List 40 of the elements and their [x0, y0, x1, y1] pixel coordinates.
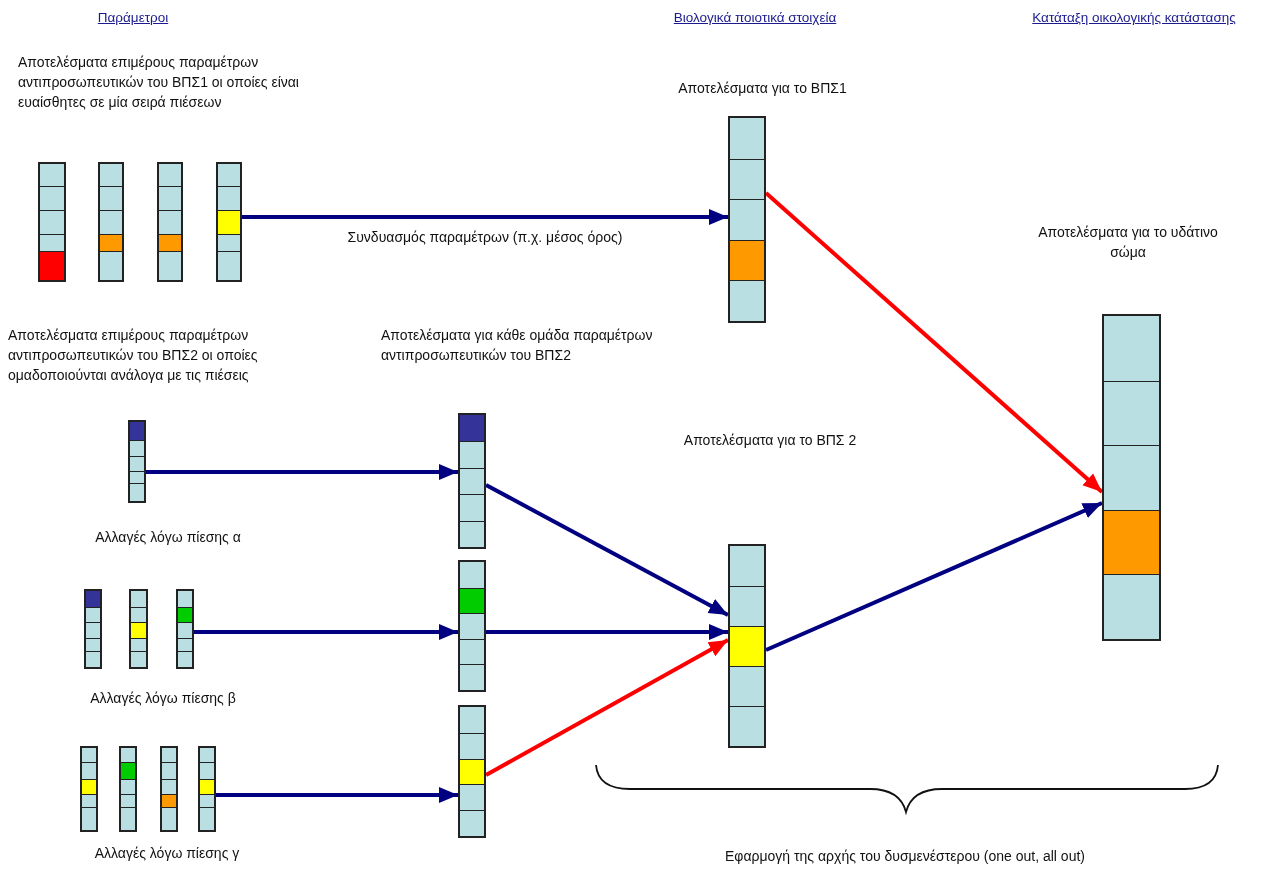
arrow — [485, 483, 729, 617]
class-bar — [458, 705, 486, 838]
class-bar — [128, 420, 146, 503]
class-bar — [38, 162, 66, 282]
arrow — [486, 624, 728, 640]
arrow — [242, 209, 728, 225]
class-bar — [98, 162, 124, 282]
class-bar — [80, 746, 98, 832]
class-bar — [728, 544, 766, 748]
arrow — [216, 787, 458, 803]
column-heading: Βιολογικά ποιοτικά στοιχεία — [672, 9, 838, 27]
caption-text: Αποτελέσματα για το υδάτινο σώμα — [1037, 223, 1219, 262]
caption-text: Αλλαγές λόγω πίεσης β — [89, 689, 237, 708]
class-bar — [1102, 314, 1161, 641]
arrow — [146, 464, 458, 480]
class-bar — [129, 589, 148, 669]
arrow — [485, 638, 729, 777]
caption-text: Αλλαγές λόγω πίεσης α — [94, 528, 242, 547]
class-bar — [198, 746, 216, 832]
class-bar — [176, 589, 194, 669]
class-bar — [728, 116, 766, 323]
column-heading: Παράμετροι — [96, 9, 170, 27]
class-bar — [84, 589, 102, 669]
caption-text: Αποτελέσματα επιμέρους παραμέτρων αντιπροσωπευτικών του ΒΠΣ2 οι οποίες ομαδοποιούνται ανάλογα με τις πιέσεις — [8, 326, 259, 385]
arrow — [765, 501, 1103, 652]
column-heading: Κατάταξη οικολογικής κατάστασης — [1031, 9, 1237, 27]
edge-label: Συνδυασμός παραμέτρων (π.χ. μέσος όρος) — [345, 227, 625, 247]
class-bar — [458, 560, 486, 692]
caption-text: Αποτελέσματα για το ΒΠΣ 2 — [682, 431, 858, 450]
class-bar — [216, 162, 242, 282]
caption-text: Αλλαγές λόγω πίεσης γ — [93, 844, 241, 863]
class-bar — [119, 746, 137, 832]
caption-text: Αποτελέσματα για το ΒΠΣ1 — [677, 79, 848, 98]
class-bar — [458, 413, 486, 549]
class-bar — [157, 162, 183, 282]
class-bar — [160, 746, 178, 832]
caption-text: Αποτελέσματα επιμέρους παραμέτρων αντιπροσωπευτικών του ΒΠΣ1 οι οποίες είναι ευαίσθητες σε μία σειρά πιέσεων — [18, 53, 300, 112]
arrow — [194, 624, 458, 640]
caption-text: Εφαρμογή της αρχής του δυσμενέστερου (one out, all out) — [724, 847, 1086, 866]
caption-text: Αποτελέσματα για κάθε ομάδα παραμέτρων αντιπροσωπευτικών του ΒΠΣ2 — [381, 326, 654, 365]
